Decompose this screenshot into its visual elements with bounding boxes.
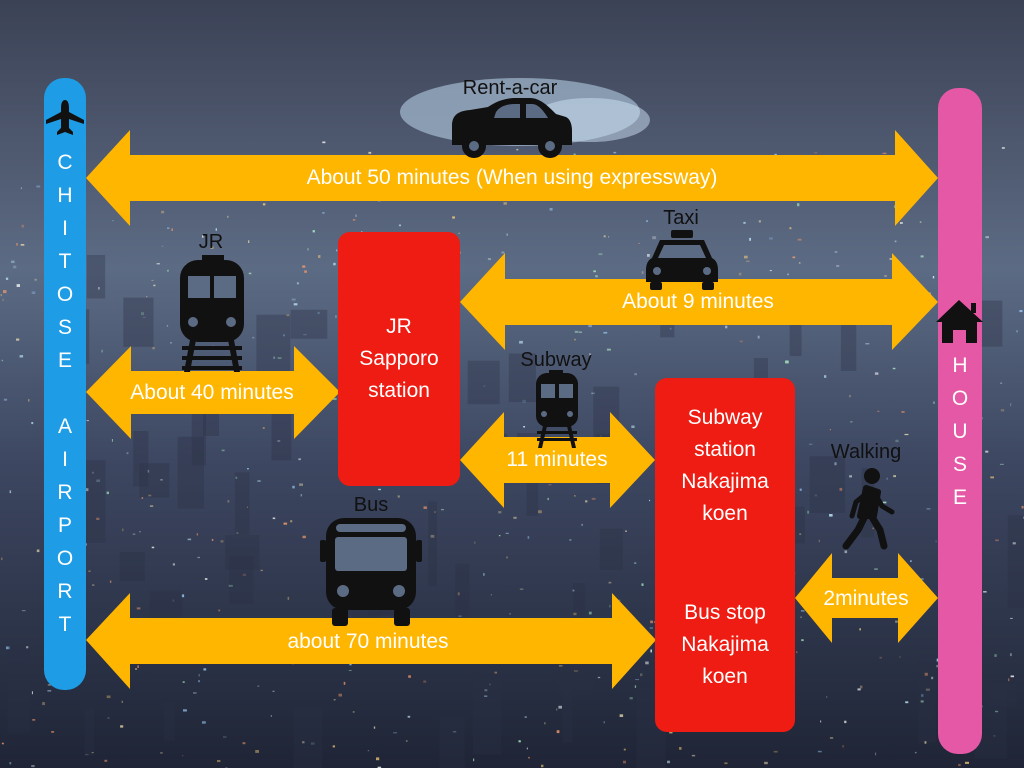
subway-route-time: 11 minutes bbox=[506, 448, 608, 471]
taxi-route-time: About 9 minutes bbox=[622, 290, 774, 313]
walking-route-time: 2minutes bbox=[823, 587, 909, 610]
bus-label: Bus bbox=[353, 494, 389, 516]
car-route-arrow bbox=[86, 130, 938, 226]
walking-label: Walking bbox=[830, 441, 902, 463]
station-name-line: Sapporo bbox=[359, 347, 439, 370]
airport-letter: R bbox=[57, 580, 73, 603]
car-icon bbox=[452, 98, 572, 158]
nakajima-koen-station: Subway station Nakajima koen Bus stop Na… bbox=[655, 402, 795, 712]
airport-letter bbox=[62, 377, 68, 410]
bus-route-time: about 70 minutes bbox=[287, 630, 449, 653]
airplane-icon bbox=[46, 100, 84, 135]
subway-station-line: Subway bbox=[687, 406, 763, 429]
subway-route-arrow bbox=[460, 412, 655, 508]
bus-stop-line: koen bbox=[702, 665, 748, 688]
house-letter: U bbox=[952, 420, 968, 443]
jr-label: JR bbox=[198, 231, 224, 253]
house-icon bbox=[936, 300, 983, 343]
station-name-line: station bbox=[368, 379, 430, 402]
airport-letter: C bbox=[57, 151, 73, 174]
house-letter: H bbox=[952, 354, 968, 377]
bus-icon bbox=[320, 518, 422, 626]
subway-train-icon bbox=[536, 370, 578, 448]
bus-stop-line: Nakajima bbox=[681, 633, 769, 656]
airport-letter: S bbox=[57, 316, 72, 339]
bus-stop-line: Bus stop bbox=[684, 601, 766, 624]
subway-label: Subway bbox=[520, 349, 592, 371]
jr-route-time: About 40 minutes bbox=[130, 381, 294, 404]
house-bar bbox=[938, 88, 982, 754]
station-name-line: JR bbox=[386, 315, 412, 338]
airport-letter: T bbox=[58, 613, 72, 636]
jr-sapporo-station-box bbox=[338, 232, 460, 486]
walking-route-arrow bbox=[795, 553, 938, 643]
walking-person-icon bbox=[842, 468, 895, 550]
car-route-time: About 50 minutes (When using expressway) bbox=[306, 166, 718, 189]
house-letter: S bbox=[952, 453, 967, 476]
bus-route-arrow bbox=[86, 593, 656, 689]
jr-sapporo-station: JR Sapporo station bbox=[338, 232, 460, 486]
airport-letter: I bbox=[62, 448, 68, 471]
train-icon bbox=[180, 255, 244, 372]
airport-letter: E bbox=[57, 349, 72, 372]
nakajima-koen-box bbox=[655, 378, 795, 732]
airport-letter: O bbox=[56, 547, 74, 570]
airport-letter: R bbox=[57, 481, 73, 504]
taxi-label: Taxi bbox=[663, 207, 699, 229]
jr-route-arrow bbox=[86, 346, 340, 439]
house-letter: E bbox=[952, 486, 967, 509]
rent-a-car-label: Rent-a-car bbox=[462, 77, 558, 99]
taxi-icon bbox=[646, 230, 718, 290]
airport-bar bbox=[44, 78, 86, 690]
airport-letter: H bbox=[57, 184, 73, 207]
airport-letter: O bbox=[56, 283, 74, 306]
airport-letter: P bbox=[57, 514, 72, 537]
subway-station-line: Nakajima bbox=[681, 470, 769, 493]
subway-station-line: station bbox=[694, 438, 756, 461]
airport-letter: I bbox=[62, 217, 68, 240]
subway-station-line: koen bbox=[702, 502, 748, 525]
airport-letter: A bbox=[57, 415, 72, 438]
taxi-route-arrow bbox=[460, 253, 938, 350]
airport-letter: T bbox=[58, 250, 72, 273]
house-letter: O bbox=[951, 387, 969, 410]
